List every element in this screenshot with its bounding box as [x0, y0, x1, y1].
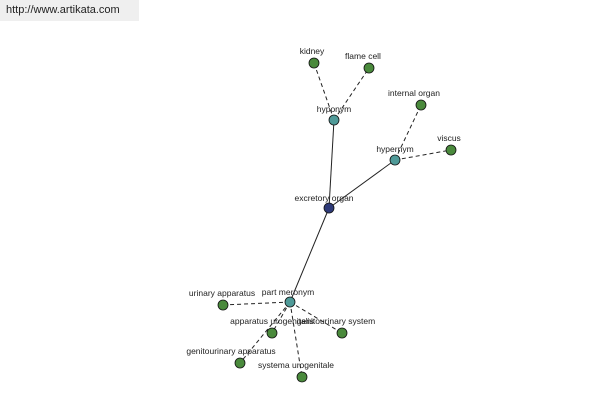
part-meronym-node[interactable] — [284, 296, 296, 308]
hypernym-label: hypernym — [376, 144, 413, 154]
hypernym-node[interactable] — [389, 154, 401, 166]
edge-hypernym-leaf — [394, 149, 452, 161]
edge-hyponym-leaf — [333, 67, 370, 121]
root-node[interactable] — [323, 202, 335, 214]
leaf-node[interactable] — [445, 144, 457, 156]
edge-part-meronym-leaf — [289, 301, 343, 334]
hyponym-label: hyponym — [317, 104, 352, 114]
leaf-node[interactable] — [266, 327, 278, 339]
leaf-label: urinary apparatus — [189, 288, 255, 298]
leaf-node[interactable] — [217, 299, 229, 311]
edge-root-hyponym — [328, 119, 335, 209]
leaf-node[interactable] — [234, 357, 246, 369]
part-meronym-label: part meronym — [262, 287, 314, 297]
edge-part-meronym-leaf — [239, 301, 291, 364]
edge-hyponym-leaf — [313, 62, 335, 121]
leaf-label: apparatus urogenitalis — [230, 316, 314, 326]
site-url-banner[interactable]: http://www.artikata.com — [0, 0, 139, 21]
edge-root-hypernym — [328, 159, 396, 209]
edge-part-meronym-leaf — [222, 301, 291, 306]
leaf-node[interactable] — [308, 57, 320, 69]
edge-part-meronym-leaf — [271, 301, 291, 334]
edge-hypernym-leaf — [394, 104, 422, 161]
hyponym-node[interactable] — [328, 114, 340, 126]
leaf-label: internal organ — [388, 88, 440, 98]
leaf-node[interactable] — [296, 371, 308, 383]
leaf-label: systema urogenitale — [258, 360, 334, 370]
leaf-label: genitourinary apparatus — [186, 346, 275, 356]
leaf-label: genitourinary system — [297, 316, 375, 326]
edge-part-meronym-leaf — [289, 301, 303, 378]
leaf-node[interactable] — [415, 99, 427, 111]
leaf-label: viscus — [437, 133, 461, 143]
leaf-node[interactable] — [363, 62, 375, 74]
leaf-label: kidney — [300, 46, 325, 56]
edge-root-part-meronym — [289, 207, 330, 303]
leaf-node[interactable] — [336, 327, 348, 339]
leaf-label: flame cell — [345, 51, 381, 61]
root-label: excretory organ — [294, 193, 353, 203]
